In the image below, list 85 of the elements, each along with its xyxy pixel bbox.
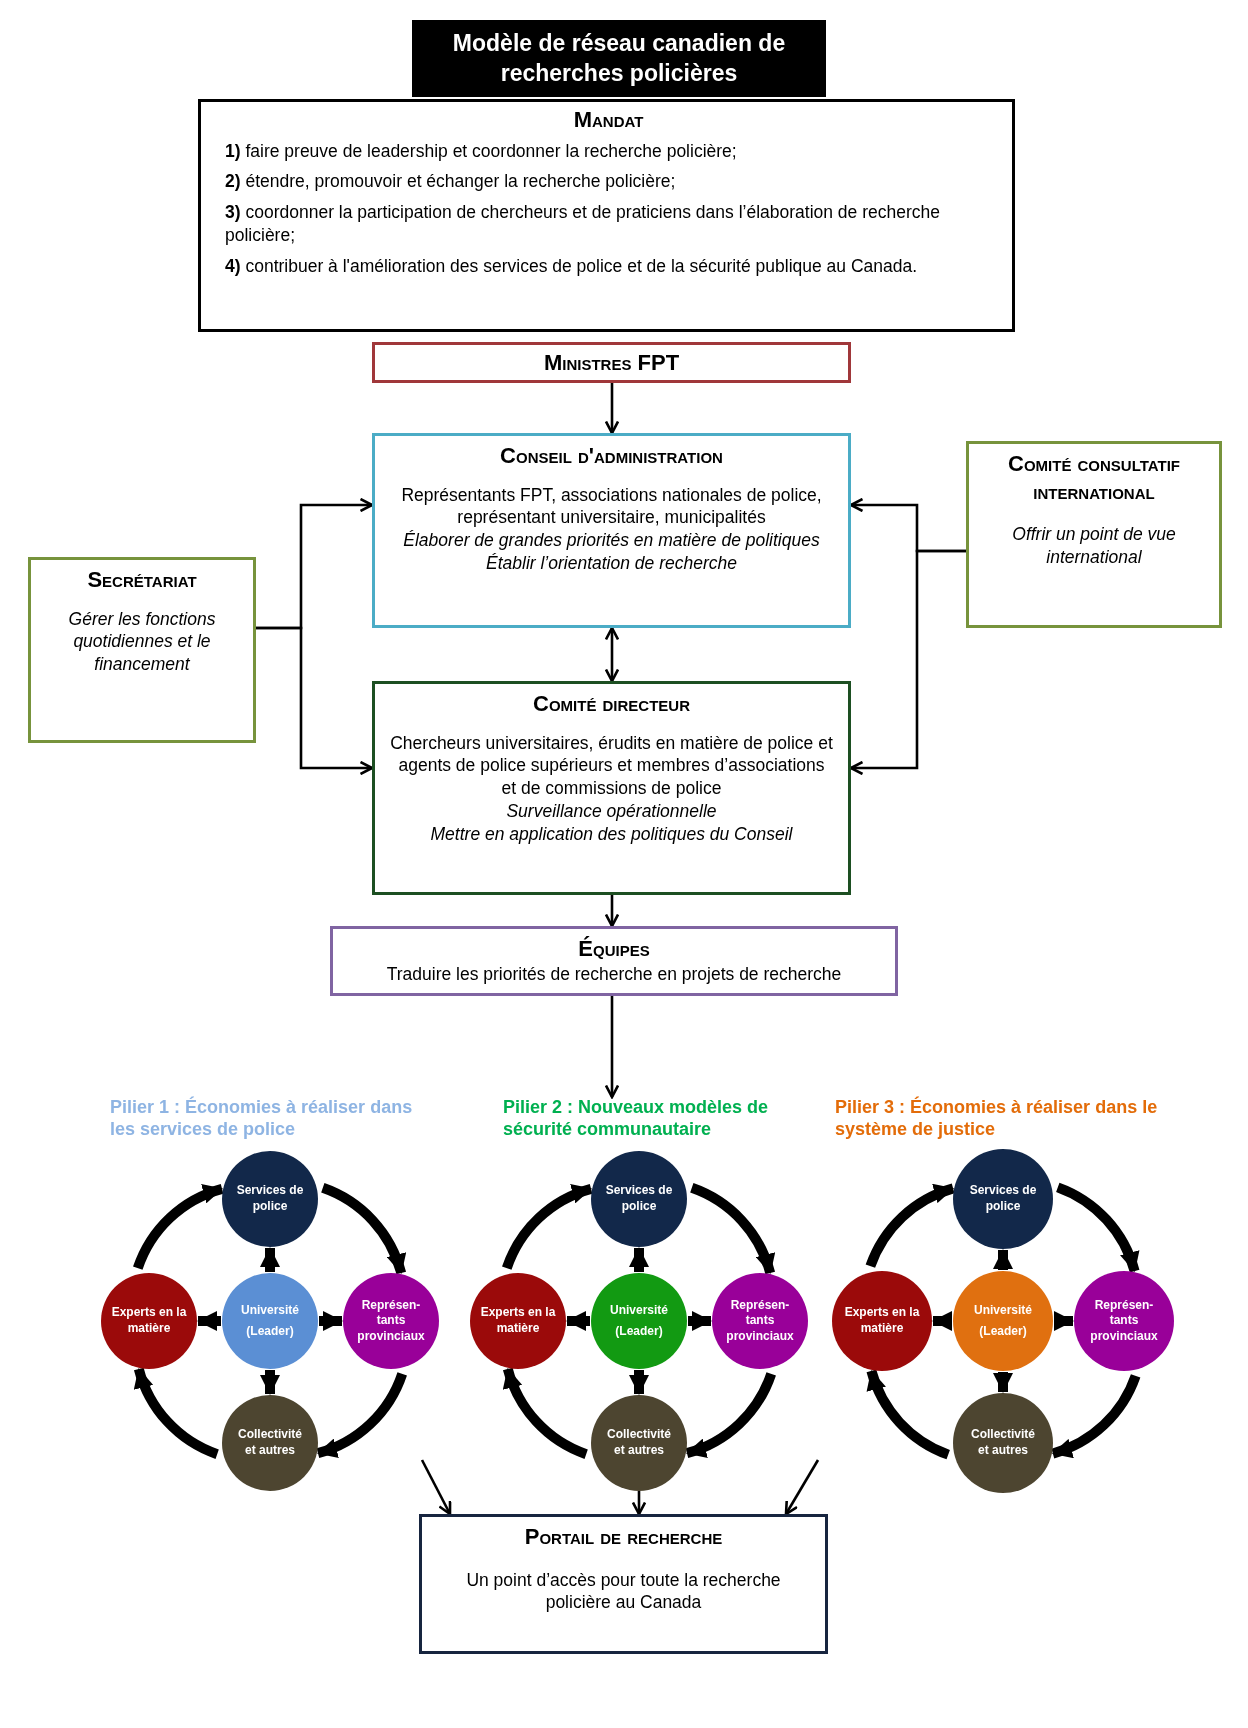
block-arrow bbox=[260, 1247, 280, 1272]
process-box bbox=[330, 926, 898, 996]
block-arrow bbox=[993, 1372, 1013, 1393]
block-arrow bbox=[260, 1370, 280, 1395]
box-text: Mettre en application des politiques du Conseil bbox=[430, 822, 793, 846]
block-arrow bbox=[865, 1183, 955, 1269]
block-arrow bbox=[319, 1311, 343, 1331]
pillar-title: Pilier 2 : Nouveaux modèles de sécurité communautaire bbox=[503, 1097, 770, 1141]
box-text: Gérer les fonctions quotidiennes et le financement bbox=[67, 607, 217, 676]
block-arrow bbox=[689, 1183, 775, 1275]
process-box bbox=[372, 681, 851, 895]
circle-label: (Leader) bbox=[245, 1323, 295, 1340]
block-arrow bbox=[133, 1184, 224, 1271]
circle-label: Services de police bbox=[968, 1183, 1038, 1215]
block-arrow bbox=[688, 1311, 712, 1331]
box-heading: Équipes bbox=[578, 935, 650, 963]
block-arrow bbox=[1054, 1311, 1074, 1331]
arrow bbox=[784, 1459, 820, 1516]
block-arrow bbox=[197, 1311, 221, 1331]
circle-label: Université bbox=[973, 1302, 1033, 1319]
box-heading: Mandat bbox=[572, 106, 645, 134]
pillar-title: Pilier 3 : Économies à réaliser dans le système de justice bbox=[835, 1097, 1159, 1141]
arrow bbox=[604, 383, 620, 435]
box-text: Chercheurs universitaires, érudits en matière de police et agents de police supérieurs et membres d’associations et de commissions de police bbox=[389, 731, 834, 800]
block-arrow bbox=[685, 1371, 776, 1458]
arrow bbox=[849, 549, 966, 776]
process-box bbox=[966, 441, 1222, 628]
mandate-item: 4) contribuer à l'amélioration des services de police et de la sécurité publique au Canada. bbox=[225, 254, 919, 278]
circle-label: Experts en la matière bbox=[843, 1305, 921, 1337]
circle-label: Université bbox=[240, 1302, 300, 1319]
circle-label: Représen- tants provinciaux bbox=[725, 1297, 795, 1345]
circle-label: (Leader) bbox=[614, 1323, 664, 1340]
circle-label: Collectivité et autres bbox=[970, 1427, 1036, 1459]
box-text: Établir l’orientation de recherche bbox=[486, 551, 737, 575]
circle-label: Collectivité et autres bbox=[237, 1427, 303, 1459]
box-text: Représentants FPT, associations nationales de police, représentant universitaire, municipalités bbox=[400, 483, 823, 529]
circle-label: Experts en la matière bbox=[479, 1305, 557, 1337]
arrow bbox=[420, 1459, 452, 1516]
process-box bbox=[419, 1514, 828, 1654]
circle-label: Représen- tants provinciaux bbox=[356, 1297, 426, 1345]
block-arrow bbox=[503, 1367, 589, 1459]
block-arrow bbox=[932, 1311, 952, 1331]
box-text: Offrir un point de vue international bbox=[1011, 523, 1177, 569]
block-arrow bbox=[502, 1184, 593, 1271]
box-text: Un point d’accès pour toute la recherche policière au Canada bbox=[465, 1568, 782, 1614]
mandate-item: 3) coordonner la participation de chercheurs et de praticiens dans l’élaboration de recherche policière; bbox=[225, 201, 941, 247]
circle-label: (Leader) bbox=[978, 1323, 1028, 1340]
circle-label: Représen- tants provinciaux bbox=[1089, 1297, 1159, 1345]
block-arrow bbox=[316, 1371, 407, 1458]
arrow bbox=[631, 1491, 647, 1516]
block-arrow bbox=[566, 1311, 590, 1331]
circle-label: Experts en la matière bbox=[110, 1305, 188, 1337]
process-box bbox=[372, 342, 851, 383]
process-box bbox=[198, 99, 1015, 332]
arrow bbox=[604, 996, 620, 1099]
title-banner: Modèle de réseau canadien de recherches policières bbox=[412, 20, 826, 97]
block-arrow bbox=[1055, 1182, 1140, 1273]
block-arrow bbox=[1051, 1373, 1141, 1459]
box-text: Surveillance opérationnelle bbox=[506, 799, 717, 823]
arrow bbox=[604, 626, 620, 683]
circle-label: Services de police bbox=[604, 1183, 674, 1215]
circle-label: Université bbox=[609, 1302, 669, 1319]
process-box bbox=[372, 433, 851, 628]
circle-label: Collectivité et autres bbox=[606, 1427, 672, 1459]
block-arrow bbox=[134, 1367, 220, 1459]
block-arrow bbox=[320, 1183, 406, 1275]
box-heading: Comité directeur bbox=[533, 690, 690, 718]
pillar-title: Pilier 1 : Économies à réaliser dans les services de police bbox=[110, 1097, 414, 1141]
box-text: Traduire les priorités de recherche en projets de recherche bbox=[386, 962, 842, 986]
box-heading: Secrétariat bbox=[87, 566, 197, 594]
block-arrow bbox=[629, 1370, 649, 1395]
block-arrow bbox=[629, 1247, 649, 1272]
box-text: Élaborer de grandes priorités en matière de politiques bbox=[403, 529, 820, 552]
mandate-item: 2) étendre, promouvoir et échanger la recherche policière; bbox=[225, 170, 677, 193]
process-box bbox=[28, 557, 256, 743]
block-arrow bbox=[993, 1249, 1013, 1270]
block-arrow bbox=[866, 1369, 951, 1460]
box-heading: Comité consultatif international bbox=[1007, 450, 1181, 505]
arrow bbox=[256, 626, 374, 776]
box-heading: Portail de recherche bbox=[524, 1523, 723, 1551]
box-heading: Ministres FPT bbox=[543, 348, 680, 377]
mandate-item: 1) faire preuve de leadership et coordonner la recherche policière; bbox=[225, 139, 738, 163]
circle-label: Services de police bbox=[235, 1183, 305, 1215]
arrow bbox=[604, 895, 620, 928]
box-heading: Conseil d'administration bbox=[500, 442, 723, 470]
